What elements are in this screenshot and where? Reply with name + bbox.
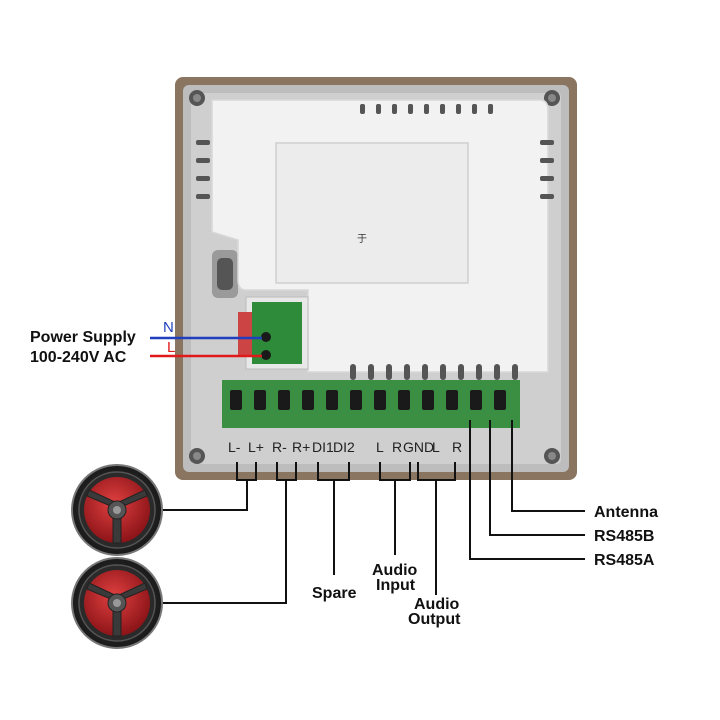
right-vents [540, 140, 554, 199]
power-supply-label: Power Supply [30, 329, 136, 346]
terminal-label: R- [272, 439, 287, 455]
mounting-slot-hole [217, 258, 233, 290]
terminal-label: R+ [292, 439, 310, 455]
audio-output-label-line2: Output [408, 611, 461, 628]
cover-bottom-vents [350, 364, 518, 380]
power-voltage-label: 100-240V AC [30, 349, 127, 366]
power-wires: N L [150, 319, 262, 358]
device: 于 [175, 77, 577, 480]
terminal-label: R [392, 439, 402, 455]
terminal-label: DI1 [312, 439, 334, 455]
wire-l-label: L [167, 339, 175, 356]
rs485b-label: RS485B [594, 528, 654, 545]
screw-icon [189, 448, 205, 464]
audio-input-label-line2: Input [376, 577, 416, 594]
terminal-label: L+ [248, 439, 264, 455]
ceiling-speaker-icon [71, 464, 163, 556]
screw-icon [544, 448, 560, 464]
wire-n-label: N [163, 319, 174, 336]
power-terminal-n-screw [261, 332, 271, 342]
ceiling-speaker-icon [71, 557, 163, 649]
terminal-label: R [452, 439, 462, 455]
screw-icon [544, 90, 560, 106]
terminal-label: L- [228, 439, 241, 455]
terminal-label: L [432, 439, 440, 455]
spare-label: Spare [312, 585, 357, 602]
cover-recess [275, 142, 469, 284]
terminal-label: DI2 [333, 439, 355, 455]
audio-output-label-line1: Audio [414, 596, 460, 613]
callout-wires [162, 420, 585, 604]
callout-labels: Antenna RS485B RS485A Spare Audio Input … [312, 504, 658, 628]
power-terminal-plug [238, 312, 252, 356]
terminal-label: L [376, 439, 384, 455]
audio-input-label-line1: Audio [372, 562, 418, 579]
center-mark: 于 [357, 234, 367, 245]
terminal-label: GND [403, 439, 434, 455]
power-terminal-l-screw [261, 350, 271, 360]
left-vents [196, 140, 210, 199]
antenna-label: Antenna [594, 504, 658, 521]
terminal-screws [230, 390, 506, 410]
rs485a-label: RS485A [594, 552, 655, 569]
power-terminal-block [252, 302, 302, 364]
terminal-labels: L- L+ R- R+ DI1 DI2 L R GND L R [228, 439, 462, 455]
screw-icon [189, 90, 205, 106]
top-vents [360, 104, 493, 114]
